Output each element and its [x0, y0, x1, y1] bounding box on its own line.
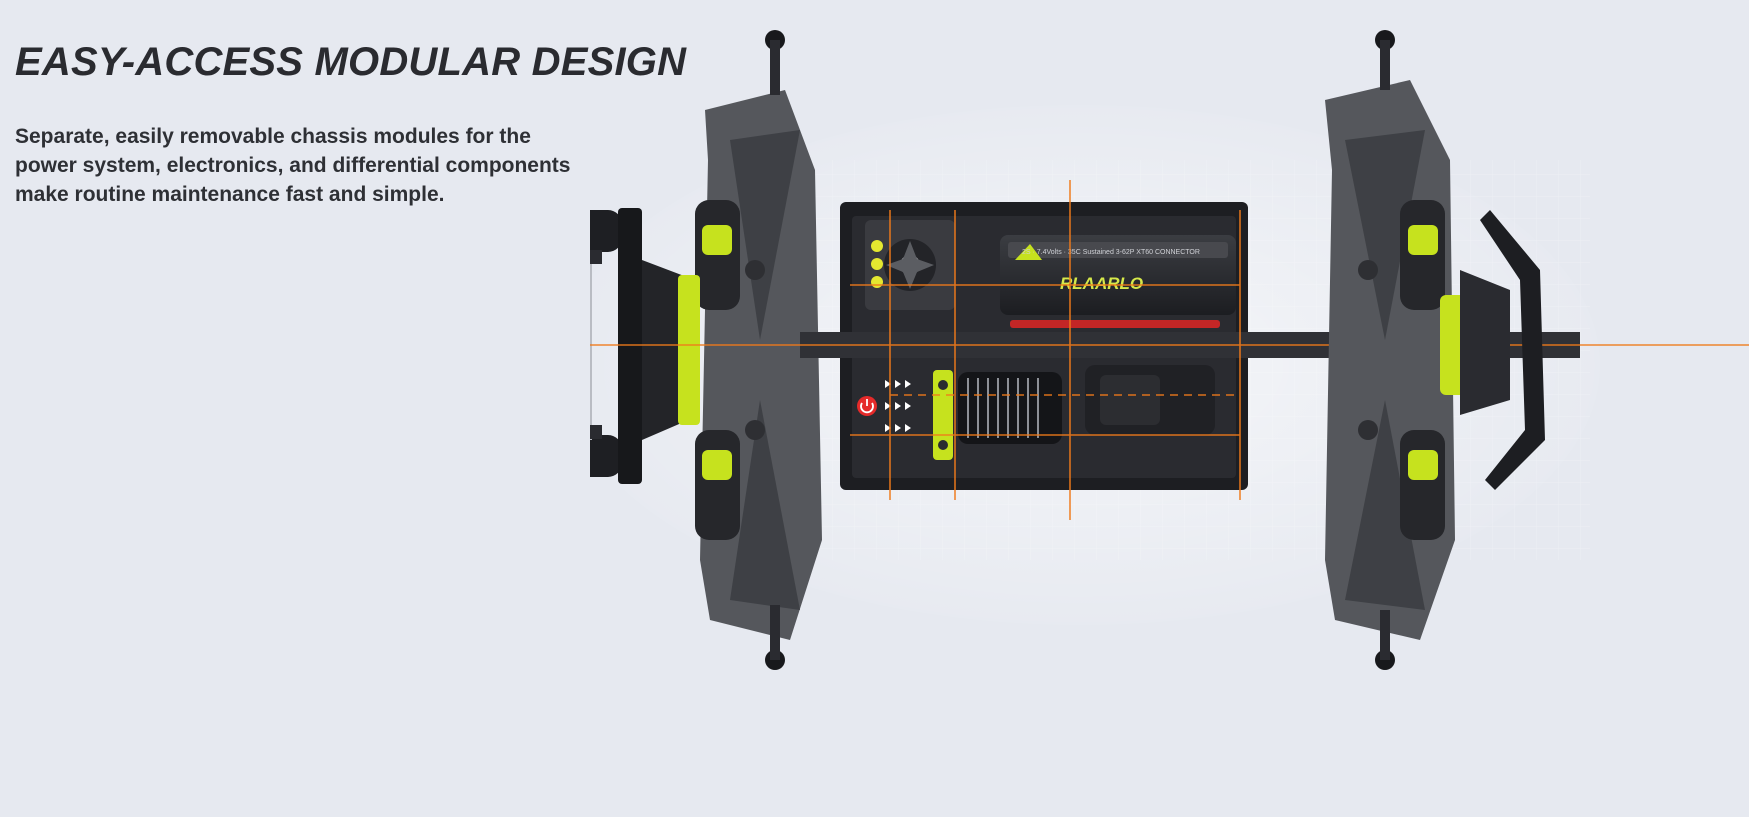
front-suspension	[678, 30, 822, 670]
battery-spec-label: 2S · 7.4Volts · 35C Sustained 3-62P XT60…	[1022, 249, 1200, 256]
chassis-illustration: RLAARLO 2S · 7.4Volts · 35C Sustained 3-…	[590, 20, 1749, 800]
power-icon	[857, 396, 877, 416]
section-title: EASY-ACCESS MODULAR DESIGN	[15, 40, 687, 84]
chassis-tub: RLAARLO 2S · 7.4Volts · 35C Sustained 3-…	[800, 202, 1580, 490]
highlight-grid	[590, 180, 1749, 520]
rear-suspension	[1325, 30, 1545, 670]
chevron-arrows-icon	[885, 380, 911, 432]
battery-brand-label: RLAARLO	[1060, 274, 1143, 293]
section-description: Separate, easily removable chassis modul…	[15, 125, 571, 206]
